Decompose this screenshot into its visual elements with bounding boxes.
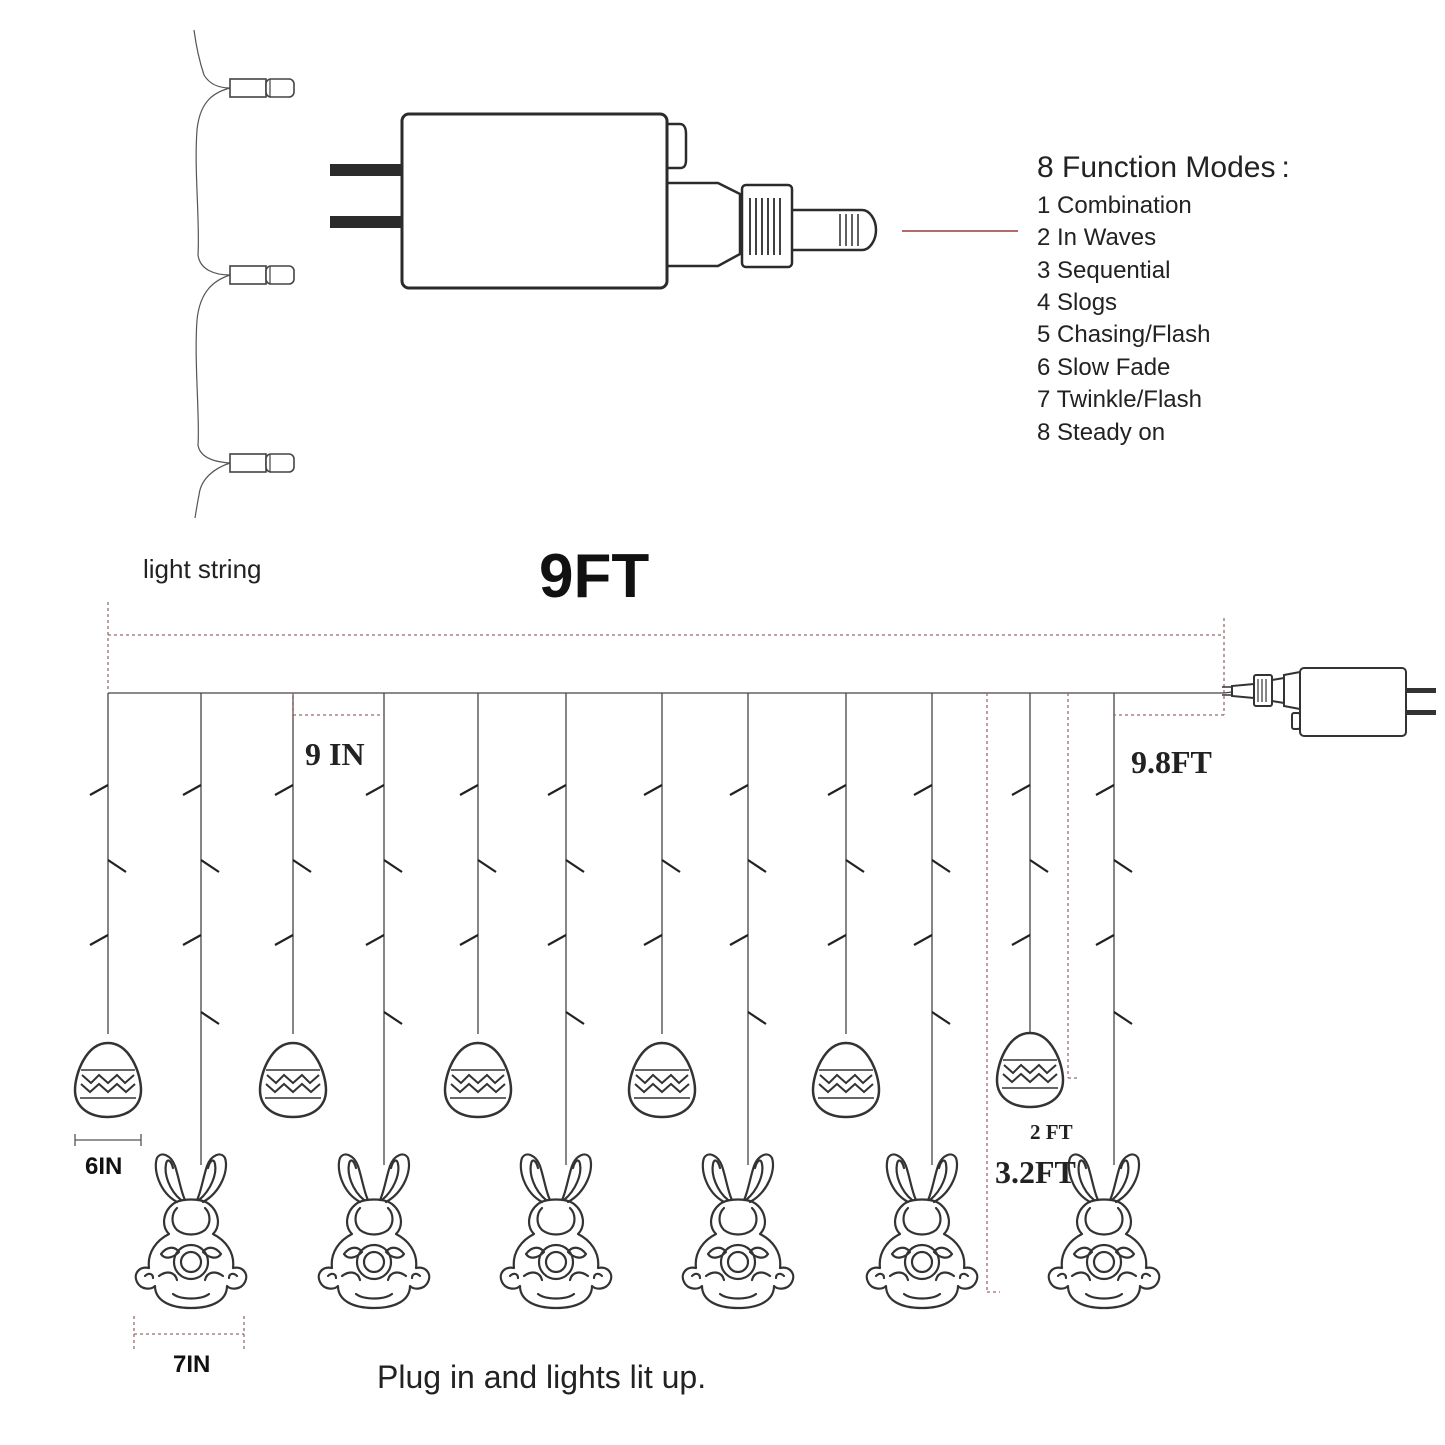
- mode-item: 6 Slow Fade: [1037, 354, 1170, 381]
- bulb-icon: [1011, 784, 1031, 796]
- spacing-dimension: [292, 693, 381, 718]
- bulb-icon: [547, 934, 567, 946]
- easter-egg-icon: [73, 1041, 143, 1119]
- bulb-icon: [477, 859, 497, 873]
- bulb-icon: [1095, 934, 1115, 946]
- small-controller-icon: [1222, 667, 1436, 737]
- bulb-icon: [1113, 1011, 1133, 1025]
- bulb-icon: [107, 859, 127, 873]
- bulb-icon: [182, 934, 202, 946]
- bulb-icon: [182, 784, 202, 796]
- egg-drop: [73, 693, 143, 1119]
- bulb-icon: [913, 934, 933, 946]
- controller-plug-icon: [330, 112, 878, 290]
- bunny-drop: [1047, 693, 1161, 1310]
- easter-egg-icon: [995, 1031, 1065, 1109]
- bulb-icon: [1095, 784, 1115, 796]
- bunny-width-dimension: [133, 1316, 245, 1352]
- bulb-icon: [931, 1011, 951, 1025]
- bulb-icon: [1029, 859, 1049, 873]
- bulb-icon: [459, 784, 479, 796]
- footer-caption: Plug in and lights lit up.: [377, 1359, 706, 1395]
- bulb-icon: [565, 1011, 585, 1025]
- easter-egg-icon: [443, 1041, 513, 1119]
- bulb-icon: [200, 859, 220, 873]
- bulb-icon: [89, 934, 109, 946]
- bulb-icon: [229, 78, 295, 98]
- mode-item: 1 Combination: [1037, 192, 1192, 219]
- width-dimension: [107, 602, 1225, 715]
- bulb-icon: [643, 784, 663, 796]
- modes-list: 1 Combination 2 In Waves 3 Sequential 4 …: [1037, 192, 1210, 446]
- easter-egg-icon: [258, 1041, 328, 1119]
- bunny-icon: [317, 1153, 431, 1310]
- bunny-drop: [317, 693, 431, 1310]
- bulb-icon: [229, 265, 295, 285]
- bunny-drop: [681, 693, 795, 1310]
- bulb-icon: [1113, 859, 1133, 873]
- bulb-icon: [729, 784, 749, 796]
- egg-drop: [995, 693, 1065, 1109]
- bulb-icon: [365, 934, 385, 946]
- bunny-icon: [499, 1153, 613, 1310]
- bulb-icon: [643, 934, 663, 946]
- bulb-icon: [292, 859, 312, 873]
- short-drop-label: 2 FT: [1030, 1120, 1073, 1144]
- bunny-drop: [499, 693, 613, 1310]
- mode-item: 2 In Waves: [1037, 224, 1156, 251]
- mode-item: 4 Slogs: [1037, 289, 1117, 316]
- bulb-icon: [274, 784, 294, 796]
- long-drop-label: 3.2FT: [995, 1154, 1076, 1190]
- bulb-icon: [274, 934, 294, 946]
- mode-item: 7 Twinkle/Flash: [1037, 386, 1202, 413]
- light-string-label: light string: [143, 554, 262, 584]
- easter-egg-icon: [627, 1041, 697, 1119]
- bulb-icon: [729, 934, 749, 946]
- drop-length-dimensions: [986, 693, 1080, 1293]
- bunny-drop: [134, 693, 248, 1310]
- bulb-icon: [1011, 934, 1031, 946]
- easter-egg-icon: [811, 1041, 881, 1119]
- mode-item: 5 Chasing/Flash: [1037, 321, 1210, 348]
- bunny-icon: [134, 1153, 248, 1310]
- light-string-illustration: [193, 29, 295, 519]
- egg-drop: [443, 693, 513, 1119]
- bulb-icon: [845, 859, 865, 873]
- bulb-icon: [747, 1011, 767, 1025]
- bulb-icon: [89, 784, 109, 796]
- bunny-icon: [865, 1153, 979, 1310]
- bulb-icon: [459, 934, 479, 946]
- bulb-icon: [200, 1011, 220, 1025]
- bulb-icon: [547, 784, 567, 796]
- bulb-icon: [661, 859, 681, 873]
- bulb-icon: [383, 1011, 403, 1025]
- lead-wire: [1223, 691, 1233, 694]
- egg-width-dimension: [74, 1134, 142, 1146]
- bunny-drop: [865, 693, 979, 1310]
- egg-drop: [811, 693, 881, 1119]
- bunny-icon: [681, 1153, 795, 1310]
- bulb-icon: [747, 859, 767, 873]
- bunny-width-label: 7IN: [173, 1351, 210, 1378]
- egg-drop: [627, 693, 697, 1119]
- width-label: 9FT: [539, 542, 649, 611]
- bulb-icon: [229, 453, 295, 473]
- modes-title: 8 Function Modes:: [1037, 151, 1290, 184]
- bulb-icon: [827, 784, 847, 796]
- egg-drop: [258, 693, 328, 1119]
- bulb-icon: [913, 784, 933, 796]
- lead-length-label: 9.8FT: [1131, 744, 1212, 780]
- mode-item: 3 Sequential: [1037, 257, 1170, 284]
- spacing-label: 9 IN: [305, 736, 365, 772]
- bulb-icon: [383, 859, 403, 873]
- bulb-icon: [565, 859, 585, 873]
- egg-width-label: 6IN: [85, 1153, 122, 1180]
- drops-group: [73, 693, 1161, 1310]
- mode-item: 8 Steady on: [1037, 419, 1165, 446]
- bulb-icon: [365, 784, 385, 796]
- bulb-icon: [931, 859, 951, 873]
- bulb-icon: [827, 934, 847, 946]
